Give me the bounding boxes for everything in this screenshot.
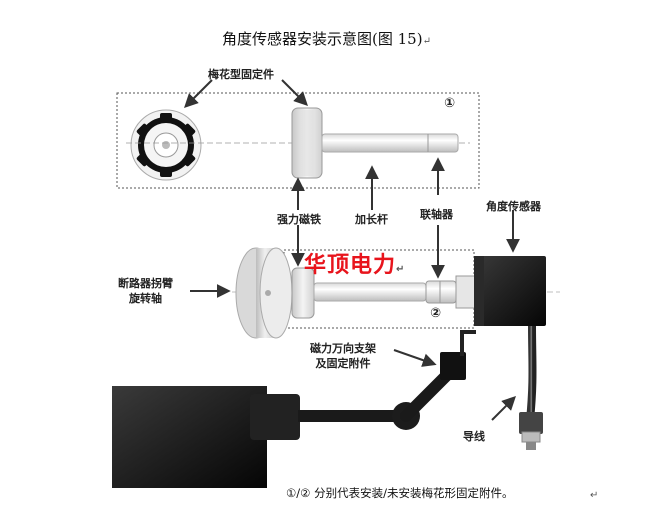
label-strong-magnet: 强力磁铁 bbox=[277, 213, 321, 226]
arrow-lead-wire bbox=[491, 396, 516, 421]
breaker-arm-disc bbox=[235, 247, 293, 339]
top-extension-rod bbox=[321, 133, 459, 153]
label-magnetic-bracket: 磁力万向支架 及固定附件 bbox=[310, 342, 376, 370]
label-plum-fixture: 梅花型固定件 bbox=[208, 68, 274, 81]
label-lead-wire: 导线 bbox=[463, 430, 485, 443]
label-breaker-arm: 断路器拐臂 旋转轴 bbox=[118, 277, 173, 305]
label-coupling: 联轴器 bbox=[420, 208, 453, 221]
bottom-extension-rod bbox=[313, 280, 457, 304]
magnetic-bracket bbox=[112, 330, 476, 488]
marker-1: ① bbox=[444, 96, 456, 111]
angle-sensor-body bbox=[455, 256, 546, 326]
label-angle-sensor: 角度传感器 bbox=[486, 200, 541, 213]
arrow-bracket bbox=[393, 349, 437, 367]
watermark-brand: 华顶电力↵ bbox=[304, 253, 406, 278]
plum-fixture-front-view bbox=[130, 109, 202, 181]
arrow-plum-to-front bbox=[184, 79, 213, 108]
label-extension-rod: 加长杆 bbox=[355, 213, 388, 226]
caption-return-mark: ↵ bbox=[590, 490, 599, 501]
lead-wire bbox=[519, 325, 543, 450]
diagram-caption: ①/② 分别代表安装/未安装梅花形固定附件。 bbox=[286, 486, 514, 500]
top-magnet-disc bbox=[291, 107, 323, 179]
diagram-title: 角度传感器安装示意图(图 15)↵ bbox=[222, 30, 431, 48]
marker-2: ② bbox=[430, 306, 442, 321]
arrow-plum-to-disc bbox=[281, 79, 308, 106]
